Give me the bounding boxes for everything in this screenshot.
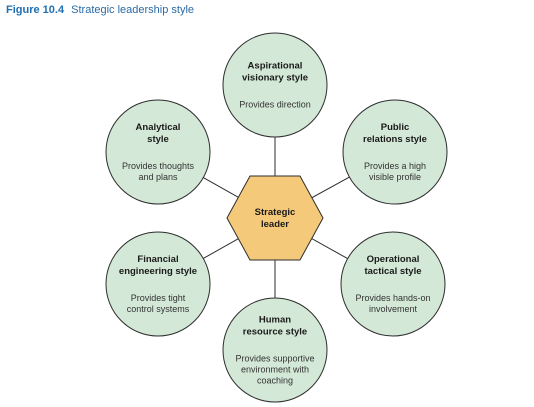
human-resource-style-description-line-1: Provides supportive	[235, 354, 314, 364]
public-relations-style-description-line-2: visible profile	[369, 172, 421, 182]
analytical-style-description-line-2: and plans	[138, 172, 178, 182]
financial-engineering-style-description-line-2: control systems	[127, 304, 190, 314]
human-resource-style-title-line-1: Human	[259, 315, 291, 326]
human-resource-style-title-line-2: resource style	[243, 327, 307, 338]
public-relations-style-description-line-1: Provides a high	[364, 161, 426, 171]
hub-label-line-1: Strategic	[255, 207, 296, 218]
hub-hexagon	[226, 175, 324, 261]
aspirational-visionary-style-title-line-1: Aspirational	[248, 61, 303, 72]
bubble-circle	[342, 99, 448, 205]
aspirational-visionary-style-title-line-2: visionary style	[242, 73, 308, 84]
analytical-style-title-line-1: Analytical	[136, 122, 181, 133]
human-resource-style-description-line-3: coaching	[257, 376, 293, 386]
public-relations-style-title-line-1: Public	[381, 122, 410, 133]
financial-engineering-style-title-line-2: engineering style	[119, 266, 197, 277]
figure-number: Figure 10.4	[6, 4, 65, 16]
figure-title: Strategic leadership style	[71, 4, 195, 16]
human-resource-style-description-line-2: environment with	[241, 365, 309, 375]
financial-engineering-style-title-line-1: Financial	[137, 254, 178, 265]
figure-caption: Figure 10.4 Strategic leadership style	[6, 4, 194, 16]
analytical-style-description-line-1: Provides thoughts	[122, 161, 195, 171]
analytical-style-title-line-2: style	[147, 134, 169, 145]
operational-tactical-style-title-line-2: tactical style	[364, 266, 421, 277]
bubble-circle	[222, 297, 328, 403]
operational-tactical-style-title-line-1: Operational	[367, 254, 420, 265]
operational-tactical-style-description-line-2: involvement	[369, 304, 418, 314]
public-relations-style-title-line-2: relations style	[363, 134, 427, 145]
hub-label-line-2: leader	[261, 219, 289, 230]
bubble-circle	[222, 32, 328, 138]
bubble-circle	[105, 231, 211, 337]
financial-engineering-style-description-line-1: Provides tight	[131, 293, 186, 303]
bubble-circle	[340, 231, 446, 337]
bubble-circle	[105, 99, 211, 205]
aspirational-visionary-style-description-line-1: Provides direction	[239, 100, 311, 110]
operational-tactical-style-description-line-1: Provides hands-on	[355, 293, 430, 303]
